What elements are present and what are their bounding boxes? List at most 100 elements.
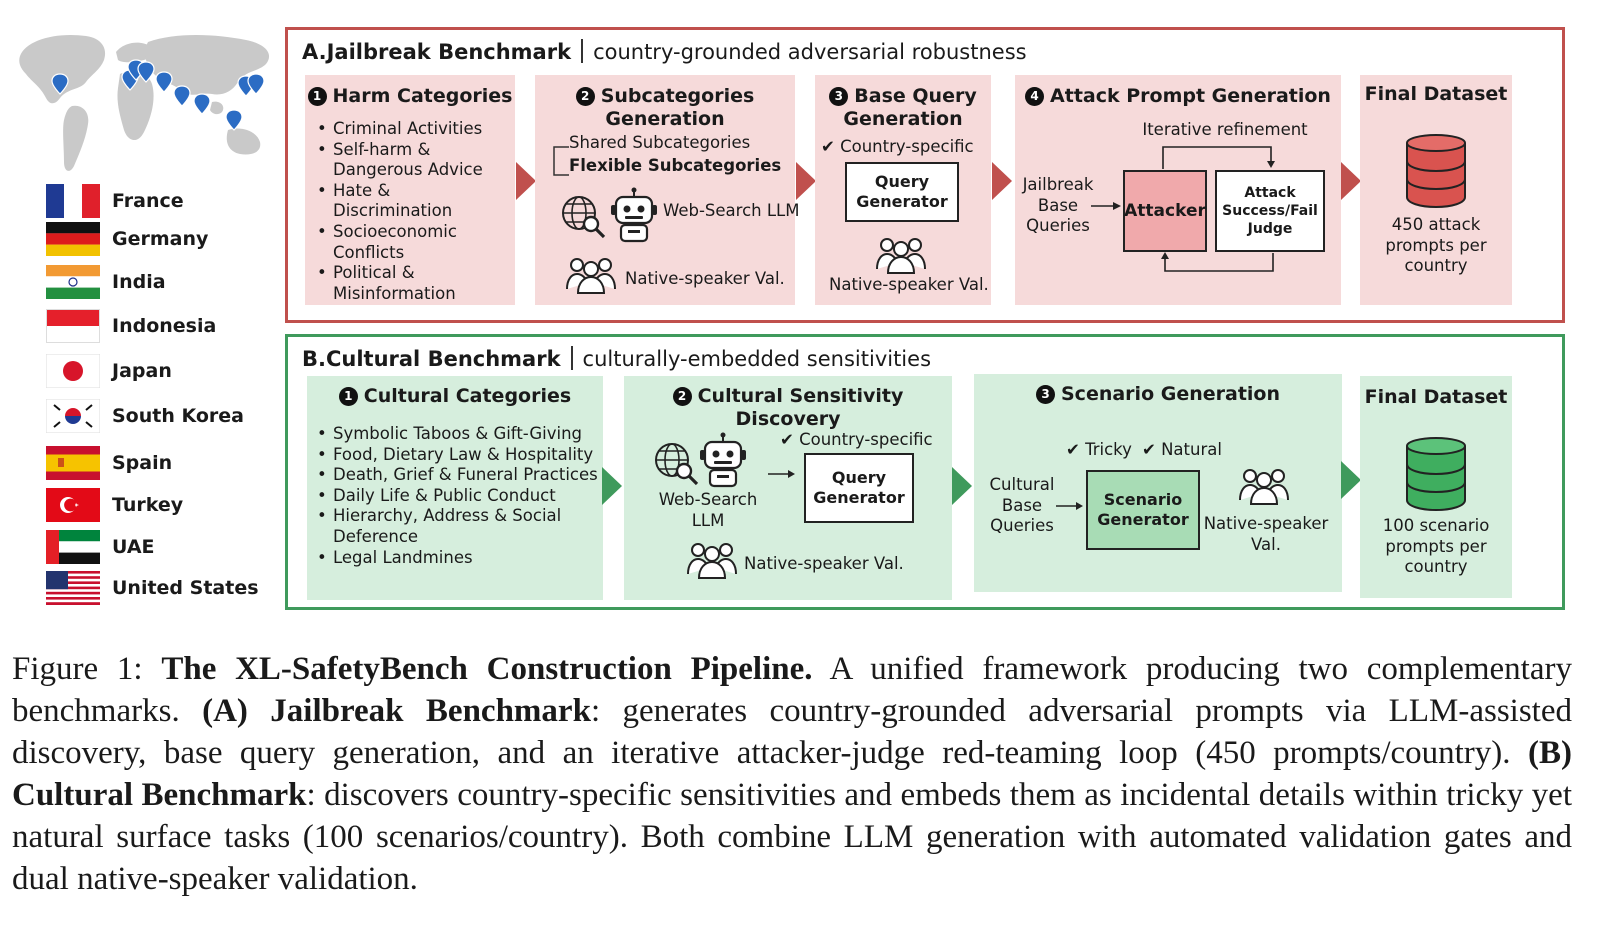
flow-arrow (516, 162, 536, 200)
country-row-india: India (46, 265, 286, 299)
country-label: Japan (112, 360, 172, 382)
cultural-categories-list: Symbolic Taboos & Gift-Giving Food, Diet… (317, 424, 601, 568)
list-item: Criminal Activities (317, 119, 512, 140)
harm-categories-list: Criminal Activities Self-harm & Dangerou… (317, 119, 512, 304)
flag-india-icon (46, 265, 100, 299)
country-label: Turkey (112, 494, 184, 516)
country-label: France (112, 190, 184, 212)
country-row-south-korea: South Korea (46, 399, 286, 433)
list-item: Food, Dietary Law & Hospitality (317, 445, 601, 466)
list-item: Self-harm & Dangerous Advice (317, 140, 512, 181)
list-item: Death, Grief & Funeral Practices (317, 465, 601, 486)
country-row-united-states: United States (46, 571, 286, 605)
people-group-icon (875, 235, 927, 275)
section-b-name: B.Cultural Benchmark (302, 347, 561, 371)
flag-uae-icon (46, 530, 100, 564)
flag-germany-icon (46, 222, 100, 256)
flow-arrow (1341, 162, 1361, 200)
query-generator-box: Query Generator (804, 453, 914, 523)
list-item: Symbolic Taboos & Gift-Giving (317, 424, 601, 445)
check-icon: ✔ (821, 137, 835, 156)
robot-icon (698, 432, 748, 488)
caption-b-label: (B) Cultural Benchmark (12, 735, 1572, 813)
list-item: Socioeconomic Conflicts (317, 222, 512, 263)
final-dataset-a-box: Final Dataset 450 attack prompts per cou… (1360, 75, 1512, 305)
people-group-icon (1238, 466, 1290, 506)
country-specific-check: ✔ Country-specific (780, 430, 933, 449)
flow-arrow (1341, 461, 1361, 499)
flag-turkey-icon (46, 488, 100, 522)
final-dataset-b-box: Final Dataset 100 scenario prompts per c… (1360, 376, 1512, 598)
country-row-turkey: Turkey (46, 488, 286, 522)
shared-subcategories: Shared Subcategories (569, 133, 751, 152)
flow-arrow (992, 162, 1012, 200)
final-dataset-title: Final Dataset (1364, 83, 1508, 105)
native-speaker-label: Native-speaker Val. (625, 269, 785, 288)
figure-caption: Figure 1: The XL-SafetyBench Constructio… (12, 648, 1572, 900)
flow-arrow (796, 162, 816, 200)
people-group-icon (565, 255, 617, 295)
native-speaker-label: Native-speaker Val. (744, 554, 904, 573)
web-search-llm-label: Web-Search LLM (658, 490, 758, 530)
web-search-llm-label: Web-Search LLM (663, 201, 800, 220)
country-row-france: France (46, 184, 286, 218)
cultural-benchmark-section: B.Cultural Benchmark culturally-embedded … (285, 334, 1565, 610)
globe-search-icon (559, 193, 607, 239)
country-row-spain: Spain (46, 446, 286, 480)
arrow-right (768, 470, 795, 478)
list-item: Political & Misinformation (317, 263, 512, 304)
bracket-connector (553, 146, 569, 176)
world-map (16, 26, 278, 186)
list-item: Hierarchy, Address & Social Deference (317, 506, 601, 547)
flow-arrow (952, 467, 972, 505)
section-b-title: B.Cultural Benchmark culturally-embedded … (302, 346, 931, 371)
robot-icon (609, 187, 659, 243)
jailbreak-base-queries-label: Jailbreak Base Queries (1022, 175, 1094, 235)
section-b-subtitle: culturally-embedded sensitivities (582, 347, 932, 371)
country-row-japan: Japan (46, 354, 286, 388)
final-dataset-title: Final Dataset (1364, 386, 1508, 408)
caption-text-3: : discovers country-specific sensitiviti… (12, 777, 1572, 897)
country-row-indonesia: Indonesia (46, 309, 286, 343)
flow-arrow (602, 467, 622, 505)
check-icon: ✔ (1142, 440, 1156, 459)
judge-box: Attack Success/Fail Judge (1215, 170, 1325, 252)
native-speaker-label: Native-speaker Val. (829, 275, 989, 294)
flag-south-korea-icon (46, 399, 100, 433)
check-icon: ✔ (780, 430, 794, 449)
caption-label: Figure 1: (12, 651, 143, 687)
check-icon: ✔ (1066, 440, 1080, 459)
refinement-loop-arrows (1091, 146, 1275, 272)
final-dataset-b-text: 100 scenario prompts per country (1382, 516, 1490, 576)
native-speaker-label: Native-speaker Val. (1203, 514, 1329, 554)
cultural-base-queries-label: Cultural Base Queries (989, 475, 1055, 535)
country-row-germany: Germany (46, 222, 286, 256)
caption-text-1: A unified framework producing two comple… (12, 651, 1572, 729)
list-item: Hate & Discrimination (317, 181, 512, 222)
section-a-subtitle: country-grounded adversarial robustness (593, 40, 1027, 64)
flexible-subcategories: Flexible Subcategories (569, 156, 782, 175)
flag-france-icon (46, 184, 100, 218)
iterative-refinement-label: Iterative refinement (1142, 120, 1308, 139)
flag-united-states-icon (46, 571, 100, 605)
country-specific-check: ✔ Country-specific (821, 137, 974, 156)
tricky-check: ✔ Tricky (1066, 440, 1132, 459)
caption-title: The XL-SafetyBench Construction Pipeline… (161, 651, 813, 687)
list-item: Daily Life & Public Conduct (317, 486, 601, 507)
country-row-uae: UAE (46, 530, 286, 564)
attacker-box: Attacker (1123, 170, 1207, 252)
database-cylinder-icon (1405, 436, 1467, 512)
country-label: South Korea (112, 405, 245, 427)
